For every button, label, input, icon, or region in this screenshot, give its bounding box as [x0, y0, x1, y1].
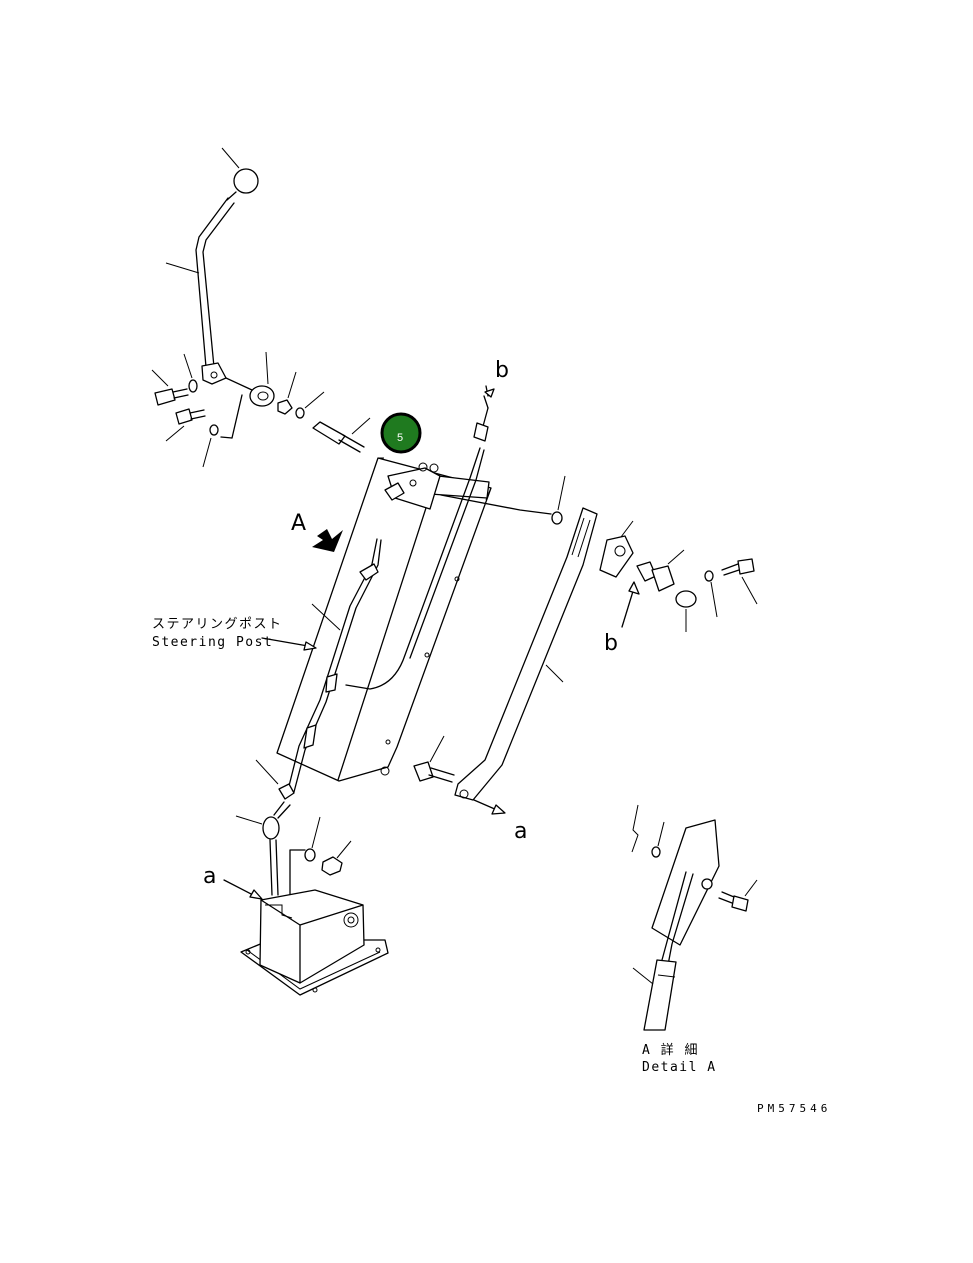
control-cable [255, 538, 382, 800]
detail-a-label-en: Detail A [642, 1060, 717, 1075]
shift-lever [165, 147, 259, 385]
steering-post-leader [261, 637, 317, 651]
pedestal [223, 879, 389, 996]
arrow-a-right [473, 799, 506, 815]
detail-a-view [631, 804, 758, 1031]
arrow-a-left-label: a [203, 864, 216, 889]
pivot-bolt [413, 735, 455, 783]
lower-linkage [235, 801, 352, 896]
steering-post [276, 447, 492, 782]
callout-5[interactable]: 5 [380, 412, 422, 454]
view-a-arrow [312, 529, 343, 552]
clamp-hardware [599, 520, 758, 632]
detail-a-label-jp: A 詳 細 [642, 1042, 699, 1058]
view-a-label: A [291, 511, 306, 536]
cable-b-top-label: b [495, 358, 509, 383]
drawing-code: PM57546 [757, 1102, 831, 1115]
cable-b-upper [473, 385, 495, 442]
pedal-lever [454, 507, 598, 801]
control-rod [440, 475, 566, 525]
steering-post-label-jp: ステアリングポスト [152, 617, 283, 632]
cable-b-right-label: b [604, 631, 618, 656]
callout-number: 5 [397, 432, 403, 444]
linkage-hardware [151, 351, 371, 468]
callout-circle[interactable] [380, 412, 422, 454]
steering-post-label-en: Steering Post [152, 635, 273, 650]
arrow-a-right-label: a [514, 819, 527, 844]
